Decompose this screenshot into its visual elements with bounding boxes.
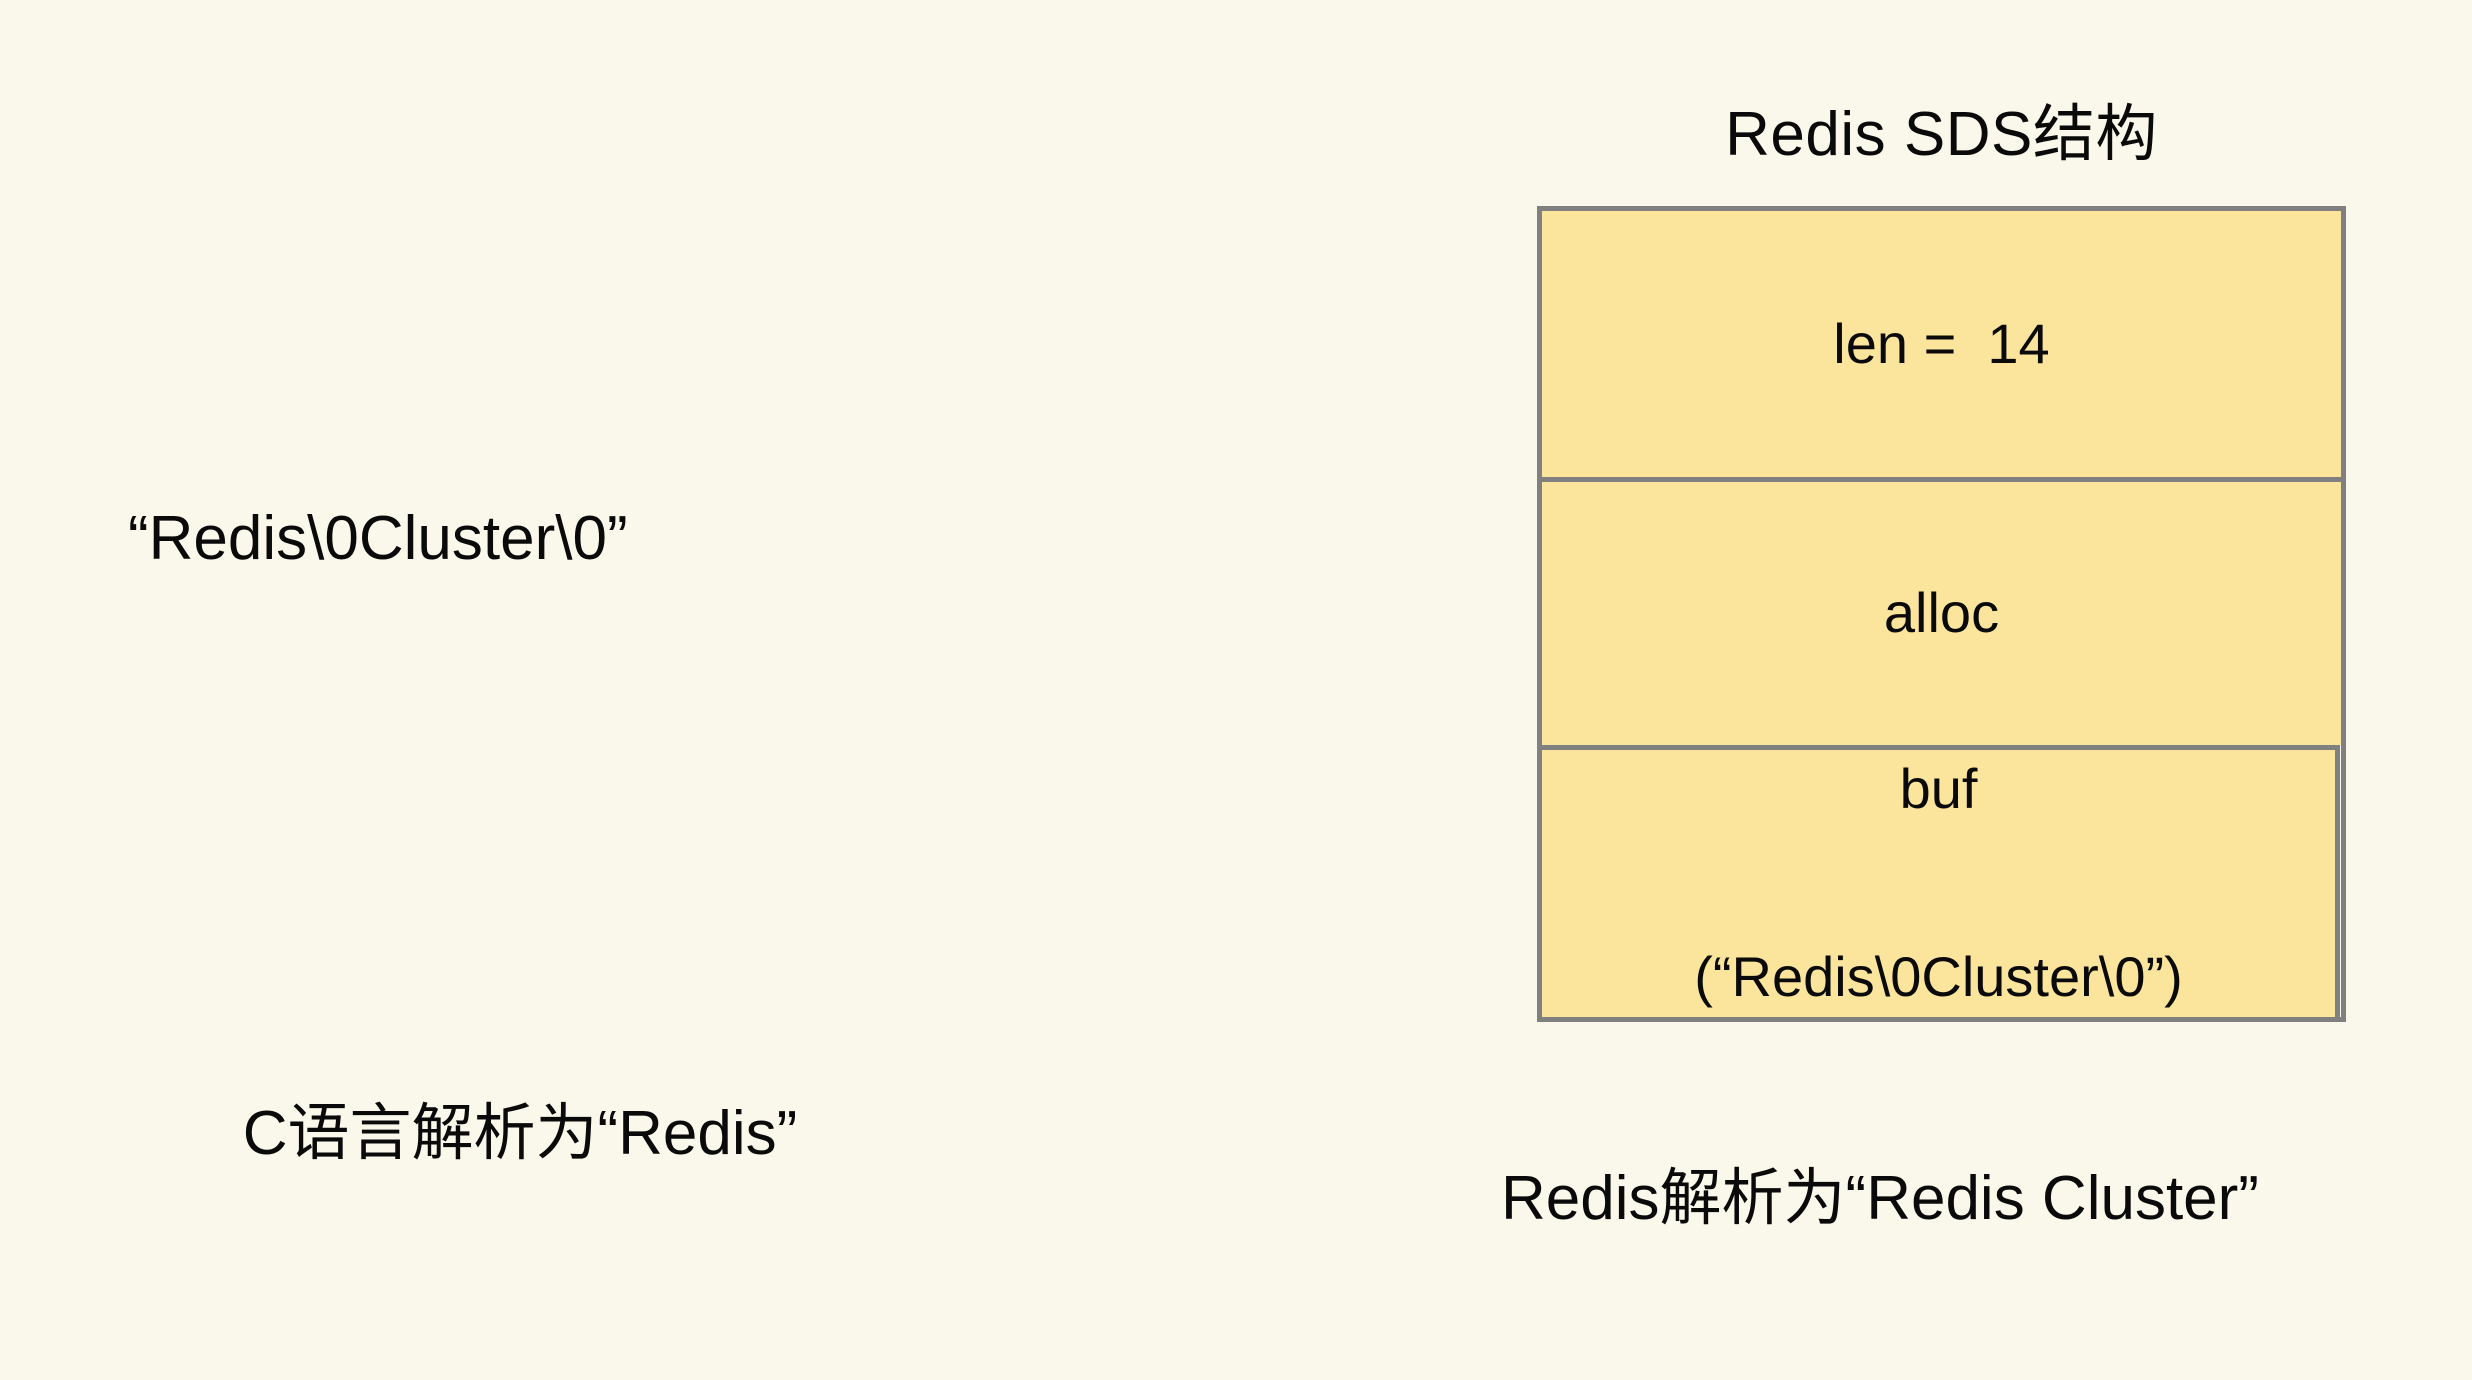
sds-field-buf: buf (“Redis\0Cluster\0”) (1542, 745, 2340, 1017)
caption-redis-parsing: Redis解析为“Redis Cluster” (1501, 1164, 2259, 1233)
sds-field-buf-label-group: buf (“Redis\0Cluster\0”) (1694, 633, 2183, 1135)
sds-field-alloc: alloc (1542, 477, 2341, 745)
sds-field-buf-value: (“Redis\0Cluster\0”) (1694, 945, 2183, 1009)
sds-field-len-label: len = 14 (1833, 311, 2050, 375)
sds-field-alloc-label: alloc (1883, 581, 2000, 645)
raw-string-literal: “Redis\0Cluster\0” (128, 504, 628, 573)
sds-field-len: len = 14 (1542, 211, 2341, 477)
page-title: Redis SDS结构 (1725, 100, 2158, 169)
sds-field-buf-label: buf (1899, 757, 1978, 821)
sds-struct-box: len = 14 alloc buf (“Redis\0Cluster\0”) (1537, 206, 2346, 1022)
caption-c-language: C语言解析为“Redis” (242, 1099, 798, 1168)
